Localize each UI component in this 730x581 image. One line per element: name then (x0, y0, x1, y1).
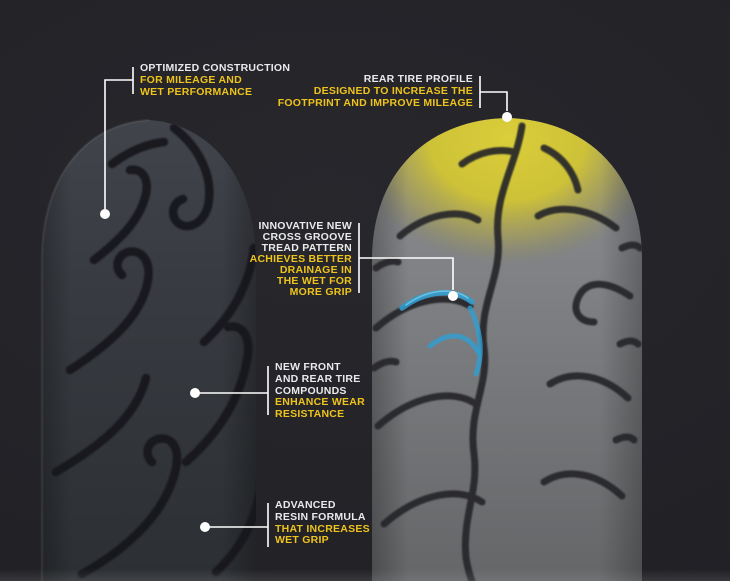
rear-tire-grooves (372, 122, 642, 581)
front-tire-illustration (40, 118, 256, 581)
callout-yellow-line: ENHANCE WEAR (275, 396, 365, 409)
callout-dot-optimized-construction (100, 209, 110, 219)
callout-white-line: REAR TIRE PROFILE (363, 73, 473, 85)
connector-tire-compounds (195, 366, 269, 415)
connector-optimized-construction (104, 67, 134, 209)
callout-white-line: RESIN FORMULA (275, 510, 366, 523)
callout-yellow-line: WET PERFORMANCE (140, 85, 253, 98)
callout-white-line: TREAD PATTERN (261, 242, 352, 254)
callout-yellow-line: ACHIEVES BETTER (249, 253, 352, 265)
callout-dot-resin-formula (200, 522, 210, 532)
callout-white-line: OPTIMIZED CONSTRUCTION (140, 62, 291, 74)
callout-white-line: COMPOUNDS (275, 384, 347, 397)
callout-yellow-line: FOR MILEAGE AND (140, 73, 242, 86)
callout-tire-compounds: NEW FRONT AND REAR TIRE COMPOUNDS ENHANC… (275, 361, 365, 421)
callout-white-line: NEW FRONT (275, 361, 341, 373)
front-tire-grooves (51, 123, 256, 579)
callout-yellow-line: WET GRIP (275, 534, 329, 547)
connector-rear-tire-profile (479, 76, 508, 111)
callout-white-line: AND REAR TIRE (275, 372, 361, 385)
callout-yellow-line: FOOTPRINT AND IMPROVE MILEAGE (277, 96, 473, 109)
callout-yellow-line: THAT INCREASES (275, 522, 370, 535)
blue-cross-groove-highlight (399, 290, 483, 377)
callout-yellow-line: DESIGNED TO INCREASE THE (313, 84, 473, 97)
callout-yellow-line: THE WET FOR (276, 275, 352, 287)
callout-cross-groove-tread: INNOVATIVE NEW CROSS GROOVE TREAD PATTER… (232, 221, 352, 298)
callout-yellow-line: RESISTANCE (275, 408, 345, 421)
callout-dot-cross-groove (448, 291, 458, 301)
callout-dot-tire-compounds (190, 388, 200, 398)
callout-dot-rear-tire-profile (502, 112, 512, 122)
rear-tire-illustration (372, 118, 642, 581)
connector-resin-formula (205, 503, 269, 547)
connector-cross-groove (358, 223, 454, 293)
callout-white-line: CROSS GROOVE (262, 231, 352, 243)
callout-yellow-line: MORE GRIP (289, 286, 352, 298)
callout-white-line: INNOVATIVE NEW (258, 220, 352, 232)
callout-yellow-line: DRAINAGE IN (279, 264, 352, 276)
callout-white-line: ADVANCED (275, 499, 336, 511)
callout-resin-formula: ADVANCED RESIN FORMULA THAT INCREASES WE… (275, 499, 370, 547)
callout-optimized-construction: OPTIMIZED CONSTRUCTION FOR MILEAGE AND W… (140, 62, 291, 98)
callout-rear-tire-profile: REAR TIRE PROFILE DESIGNED TO INCREASE T… (263, 73, 473, 109)
floor-glow-gradient (0, 569, 730, 581)
